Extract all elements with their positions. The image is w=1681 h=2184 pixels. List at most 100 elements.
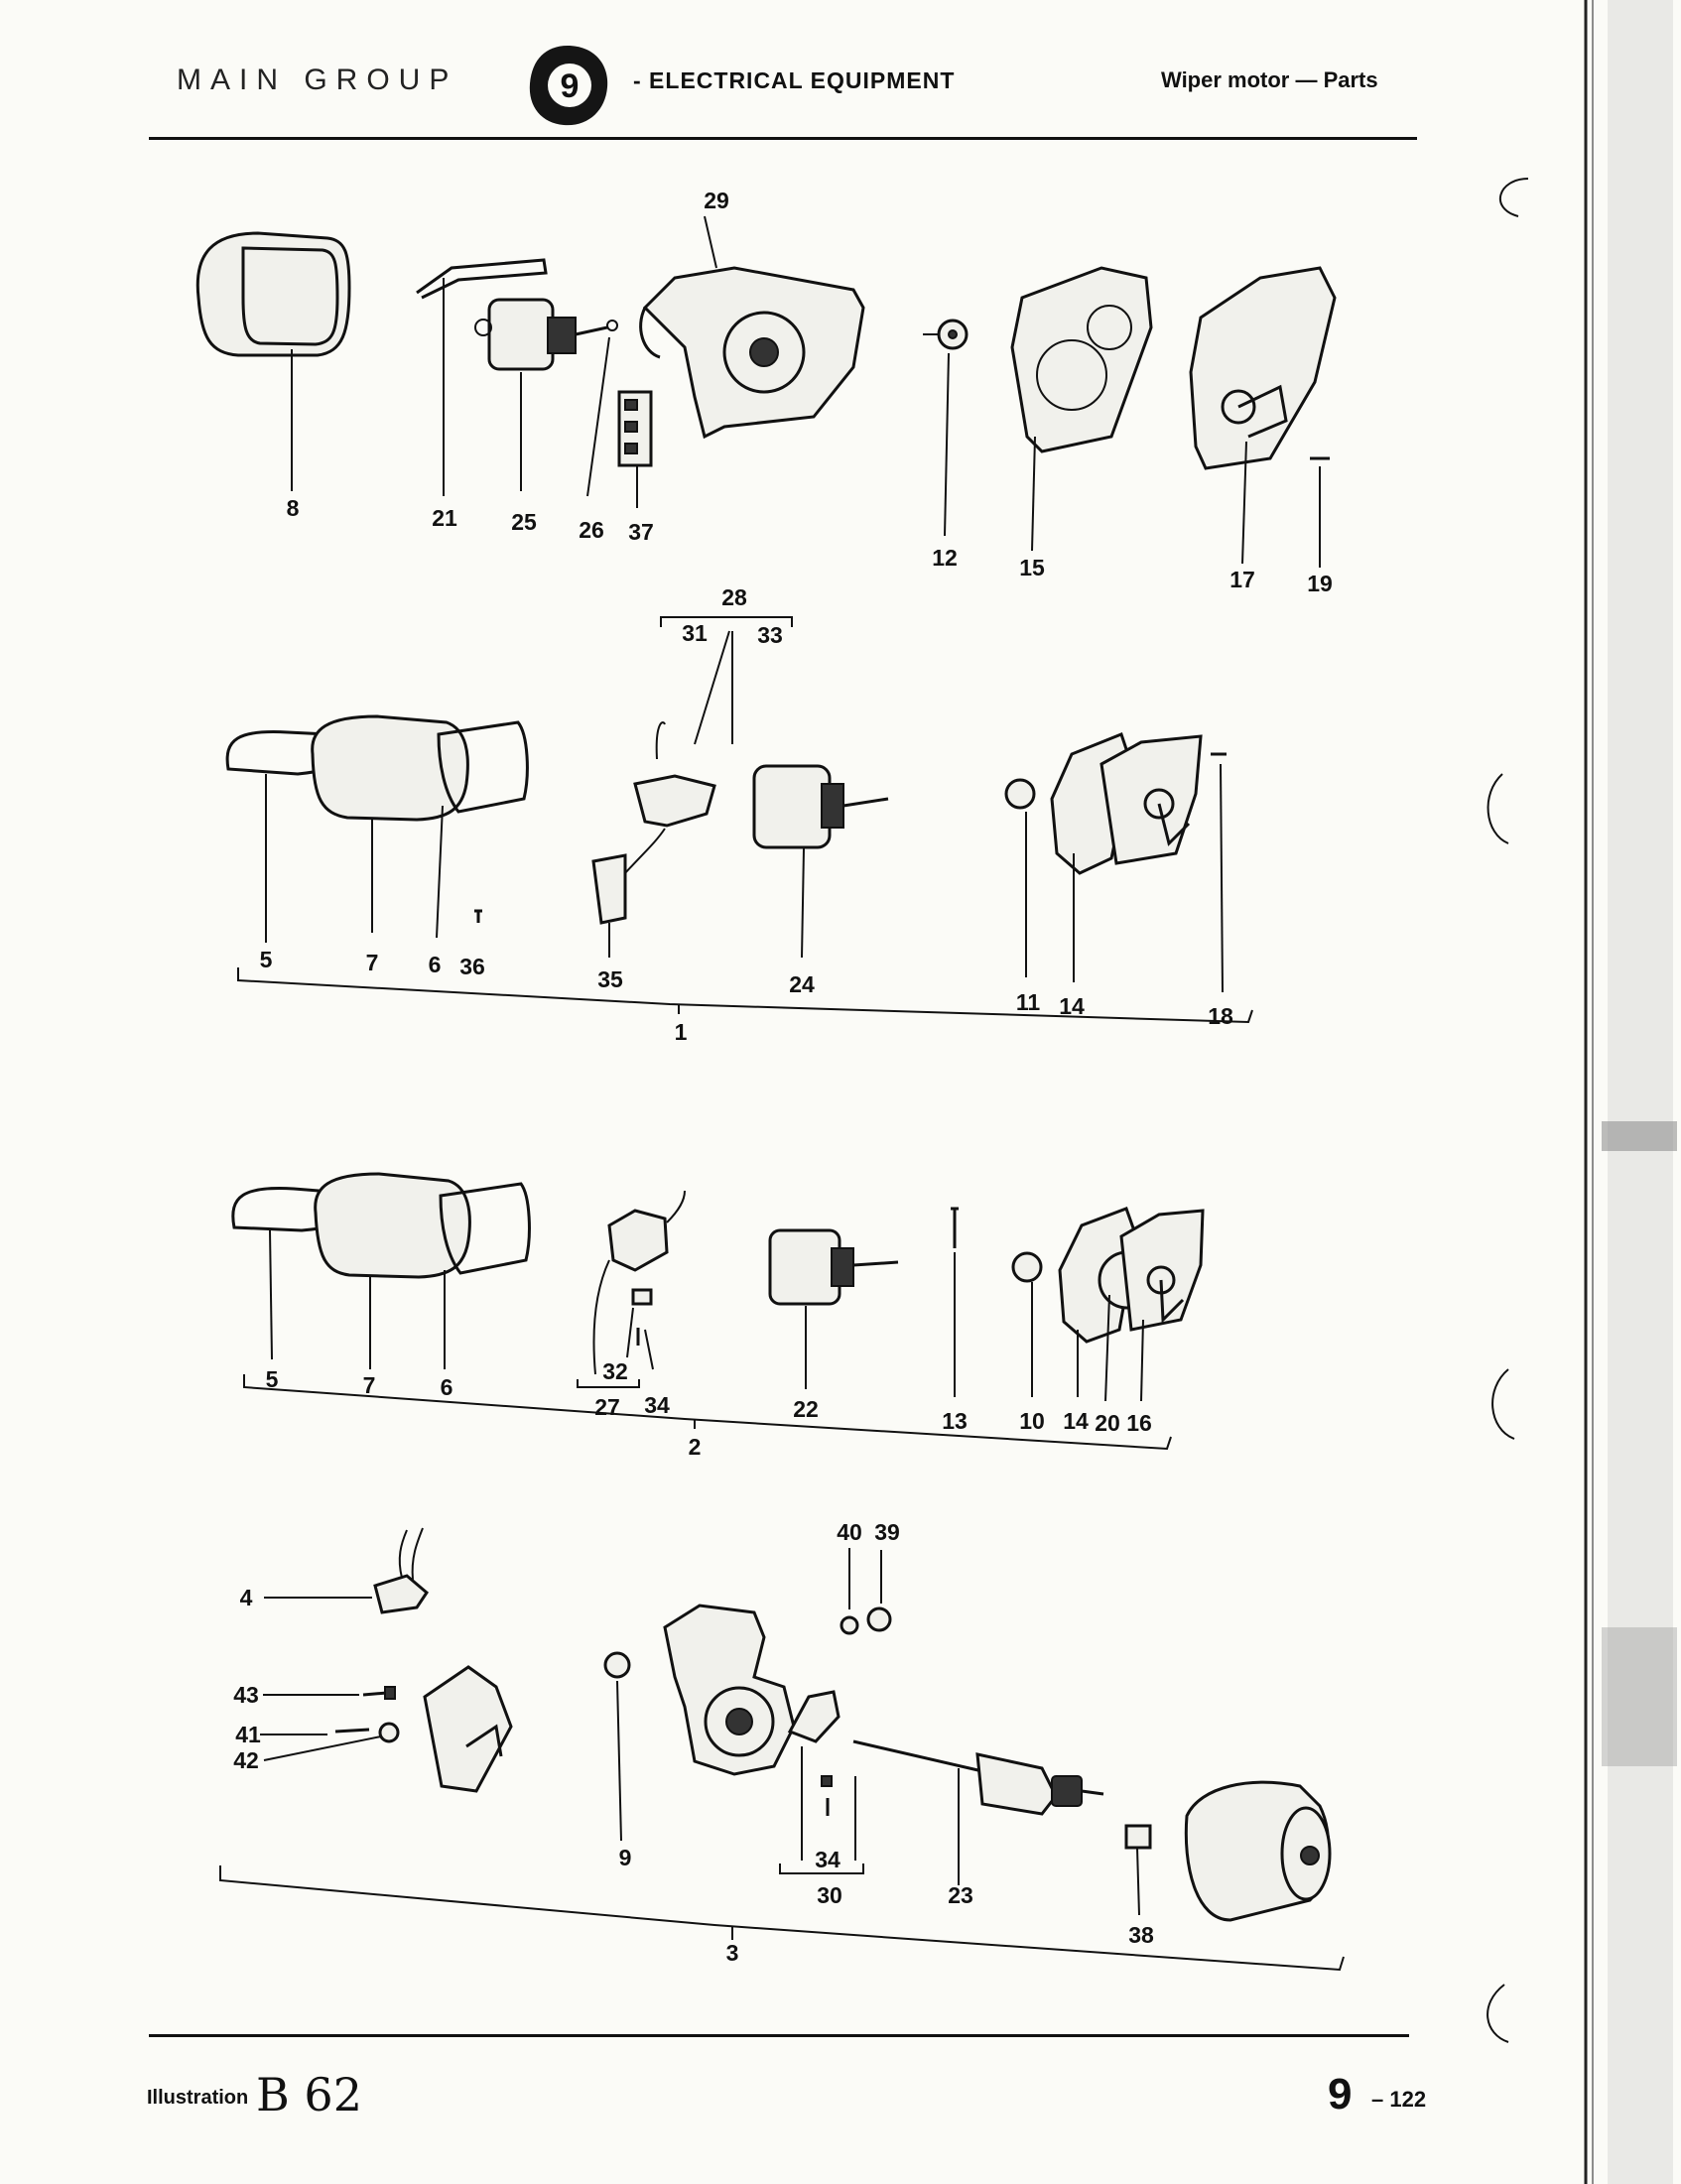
callout-36: 36	[459, 954, 485, 979]
nut-part-40	[840, 1548, 859, 1635]
callout-39: 39	[874, 1519, 900, 1545]
group-bracket-3	[219, 1865, 1345, 1972]
illustration-label: Illustration	[147, 2087, 249, 2109]
ball-part-26	[606, 320, 618, 331]
spring-part-34-row3	[826, 1776, 856, 1861]
group-bracket-2	[243, 1374, 1172, 1451]
washer-part-9	[603, 1651, 631, 1842]
page-number: 9	[1328, 2070, 1353, 2119]
callout-4: 4	[240, 1585, 253, 1610]
callout-34-row3: 34	[815, 1847, 840, 1872]
callout-21: 21	[432, 505, 457, 531]
callout-37: 37	[628, 519, 654, 545]
callout-6-row2: 6	[441, 1374, 453, 1400]
bracket-28	[660, 616, 793, 627]
callout-34-row2: 34	[644, 1392, 670, 1418]
gear-part-12	[923, 319, 969, 537]
callout-17: 17	[1229, 567, 1255, 592]
page-subnumber: – 122	[1371, 2087, 1427, 2112]
callout-35: 35	[597, 966, 623, 992]
callout-38: 38	[1128, 1922, 1154, 1948]
callout-43: 43	[233, 1682, 259, 1708]
callout-12: 12	[932, 545, 958, 571]
brush-plate-part-27	[592, 1190, 686, 1375]
gear-housing-part-29	[639, 215, 865, 440]
switch-part-4	[264, 1527, 429, 1614]
callout-19: 19	[1307, 571, 1333, 596]
callout-30: 30	[817, 1882, 842, 1908]
brush-holder-part-30	[787, 1690, 840, 1861]
crank-cover-part-16	[1119, 1209, 1205, 1402]
callout-41: 41	[235, 1722, 261, 1747]
rod-part-21	[416, 258, 548, 496]
callout-18: 18	[1208, 1003, 1233, 1029]
scan-binding-edge	[1578, 0, 1681, 2184]
spring-part-34-row2	[636, 1328, 654, 1370]
cover-part-7-row2	[314, 1172, 471, 1369]
illustration-code: B 62	[256, 2068, 362, 2121]
main-group-label: MAIN GROUP	[177, 64, 458, 96]
gear-plate-part-14-row1	[1050, 732, 1203, 982]
callout-26: 26	[579, 517, 604, 543]
terminal-block-part-37	[617, 390, 653, 508]
washer-part-39	[866, 1550, 892, 1632]
callout-7-row2: 7	[363, 1372, 376, 1398]
callout-9: 9	[619, 1845, 632, 1870]
switch-part-35	[591, 828, 666, 958]
callout-group-1: 1	[675, 1019, 688, 1045]
brush-part-38	[1124, 1824, 1152, 1916]
bracket-plate	[423, 1665, 513, 1793]
callout-29: 29	[704, 188, 729, 213]
callout-11: 11	[1016, 989, 1041, 1015]
washer-part-11	[1004, 778, 1036, 977]
callout-group-2: 2	[689, 1434, 702, 1460]
callout-23: 23	[948, 1882, 973, 1908]
callout-24: 24	[789, 971, 815, 997]
callout-6-row1: 6	[429, 952, 442, 977]
section-title: - ELECTRICAL EQUIPMENT	[633, 67, 956, 93]
group-bracket-1	[237, 967, 1253, 1024]
group-number: 9	[561, 67, 580, 105]
callout-40: 40	[837, 1519, 862, 1545]
screw-part-36	[474, 909, 482, 923]
callout-33: 33	[757, 622, 783, 648]
callout-22: 22	[793, 1396, 819, 1422]
callout-7-row1: 7	[366, 950, 379, 975]
cover-part-7-row1	[311, 714, 469, 933]
callout-14-row1: 14	[1059, 993, 1085, 1019]
armature-part-25	[474, 298, 608, 491]
callout-28: 28	[721, 584, 747, 610]
bracket-30	[779, 1863, 864, 1874]
housing-section	[663, 1604, 796, 1776]
footer-rule	[149, 2034, 1409, 2037]
armature-part-22	[768, 1228, 899, 1389]
callout-25: 25	[511, 509, 537, 535]
bracket-27	[577, 1379, 640, 1388]
armature-shaft-part-23	[852, 1739, 1104, 1885]
stud-part-41	[260, 1728, 370, 1735]
page-title: Wiper motor — Parts	[1161, 67, 1378, 92]
callout-14-row2: 14	[1063, 1408, 1089, 1434]
callout-16: 16	[1126, 1410, 1152, 1436]
brush-holder-part-28-row1	[633, 630, 733, 828]
binder-hole-marks	[1487, 178, 1529, 2043]
armature-part-24	[752, 764, 889, 959]
screw-part-19	[1310, 456, 1330, 568]
callout-15: 15	[1019, 555, 1045, 580]
callout-5-row1: 5	[260, 947, 273, 972]
screw-part-43	[263, 1686, 396, 1700]
gasket-part-6-row2	[439, 1182, 531, 1369]
header-rule	[149, 137, 1417, 140]
screw-part-13	[951, 1207, 959, 1397]
callout-20: 20	[1095, 1410, 1120, 1436]
cover-plate-part-17	[1189, 266, 1337, 565]
gasket-part-15	[1010, 266, 1153, 552]
callout-group-3: 3	[726, 1940, 739, 1966]
callout-27: 27	[594, 1394, 620, 1420]
washer-part-10	[1011, 1251, 1043, 1397]
callout-42: 42	[233, 1747, 259, 1773]
group-number-badge: 9	[529, 46, 608, 126]
gasket-part-6-row1	[436, 720, 529, 939]
screw-part-18	[1211, 752, 1227, 993]
